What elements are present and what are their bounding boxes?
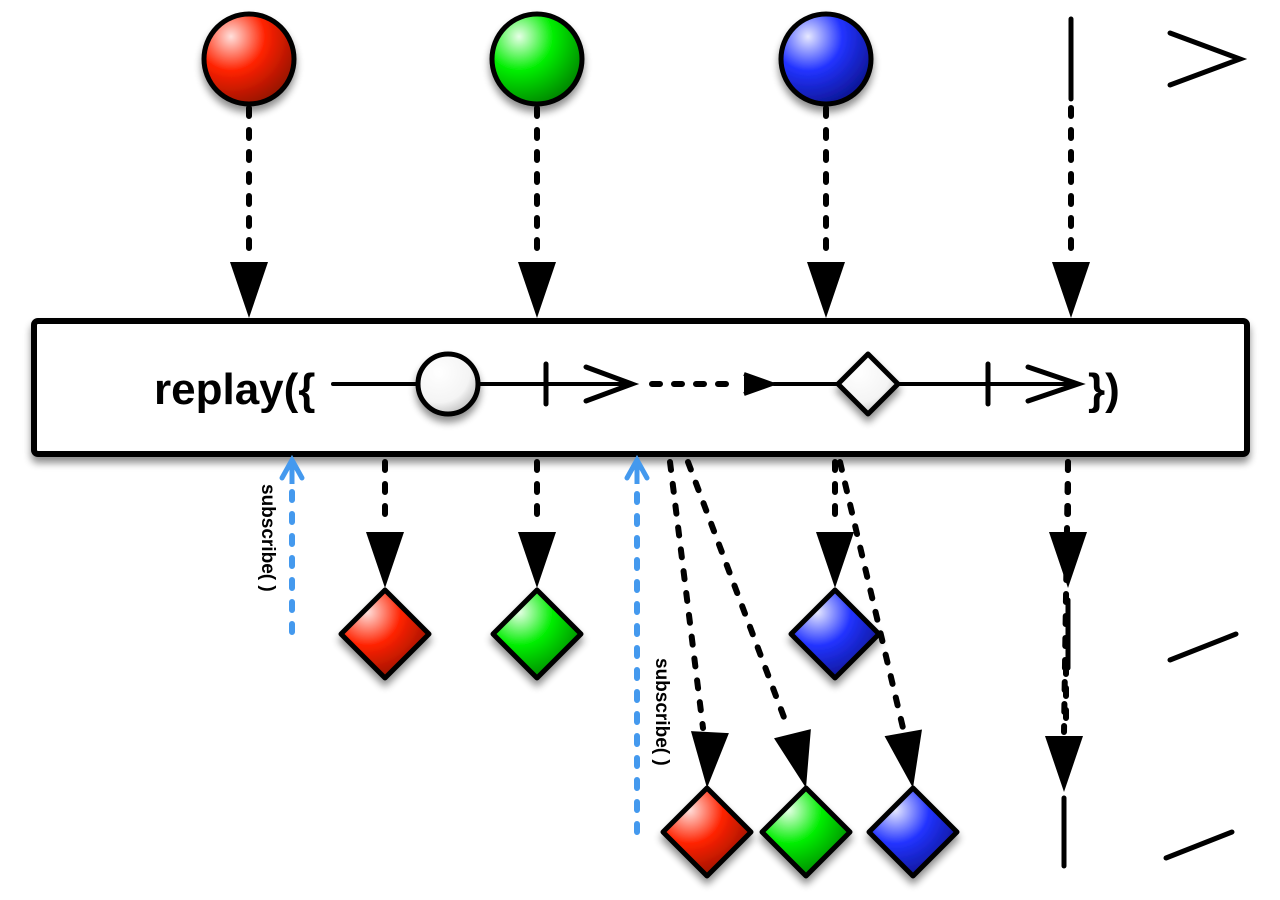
operator-box-frame bbox=[31, 318, 1250, 457]
subscriber-1-marble-green bbox=[490, 587, 584, 681]
operator-label-suffix: }) bbox=[1088, 365, 1120, 414]
source-to-operator-arrowhead bbox=[230, 262, 268, 318]
source-to-operator-arrowhead bbox=[807, 262, 845, 318]
subscriber-2-arrowhead bbox=[1163, 829, 1235, 861]
operator-to-subscriber-2-arrowhead bbox=[1045, 736, 1083, 792]
source-marble-blue bbox=[778, 11, 874, 107]
operator-to-subscriber-1-arrowhead bbox=[816, 532, 854, 588]
subscribe-label-2: subscribe( ) bbox=[651, 658, 672, 766]
subscriber-2-marble-red bbox=[660, 785, 754, 879]
operator-inner-circle-marble bbox=[415, 351, 481, 417]
operator-to-subscriber-2-arrowhead bbox=[774, 729, 811, 788]
subscribe-label-1: subscribe( ) bbox=[257, 484, 278, 592]
subscriber-1-marble-blue bbox=[788, 587, 882, 681]
subscriber-2-timeline bbox=[611, 785, 1235, 879]
source-marble-red bbox=[201, 11, 297, 107]
subscribe-arrow-2-head bbox=[624, 454, 650, 481]
subscriber-2-marble-green bbox=[759, 785, 853, 879]
operator-label-prefix: replay({ bbox=[154, 365, 315, 414]
source-timeline bbox=[33, 11, 1248, 107]
subscribe-arrows bbox=[279, 454, 650, 835]
operator-to-subscriber-1-arrowhead bbox=[518, 532, 556, 588]
operator-inner-arrowhead-3 bbox=[1025, 364, 1086, 404]
operator-inner-arrowhead-1 bbox=[583, 364, 640, 404]
operator-to-subscriber-2-arrowhead bbox=[690, 731, 729, 788]
operator-to-subscriber-2-connector bbox=[685, 459, 791, 731]
subscriber-1-arrowhead bbox=[1167, 631, 1239, 663]
source-to-operator-arrowhead bbox=[1052, 262, 1090, 318]
emission-connectors bbox=[230, 105, 1090, 792]
operator-to-subscriber-2-connector bbox=[837, 459, 906, 731]
subscribe-arrow-1-head bbox=[279, 454, 305, 481]
source-marble-green bbox=[489, 11, 585, 107]
operator-to-subscriber-2-connector bbox=[667, 459, 706, 731]
operator-inner-diamond-marble bbox=[835, 351, 901, 417]
source-timeline-arrowhead bbox=[1167, 30, 1248, 88]
subscriber-2-marble-blue bbox=[866, 785, 960, 879]
operator-to-subscriber-1-arrowhead bbox=[366, 532, 404, 588]
subscriber-1-marble-red bbox=[338, 587, 432, 681]
operator-to-subscriber-2-arrowhead bbox=[884, 729, 922, 788]
source-to-operator-arrowhead bbox=[518, 262, 556, 318]
operator-box bbox=[31, 318, 1250, 457]
